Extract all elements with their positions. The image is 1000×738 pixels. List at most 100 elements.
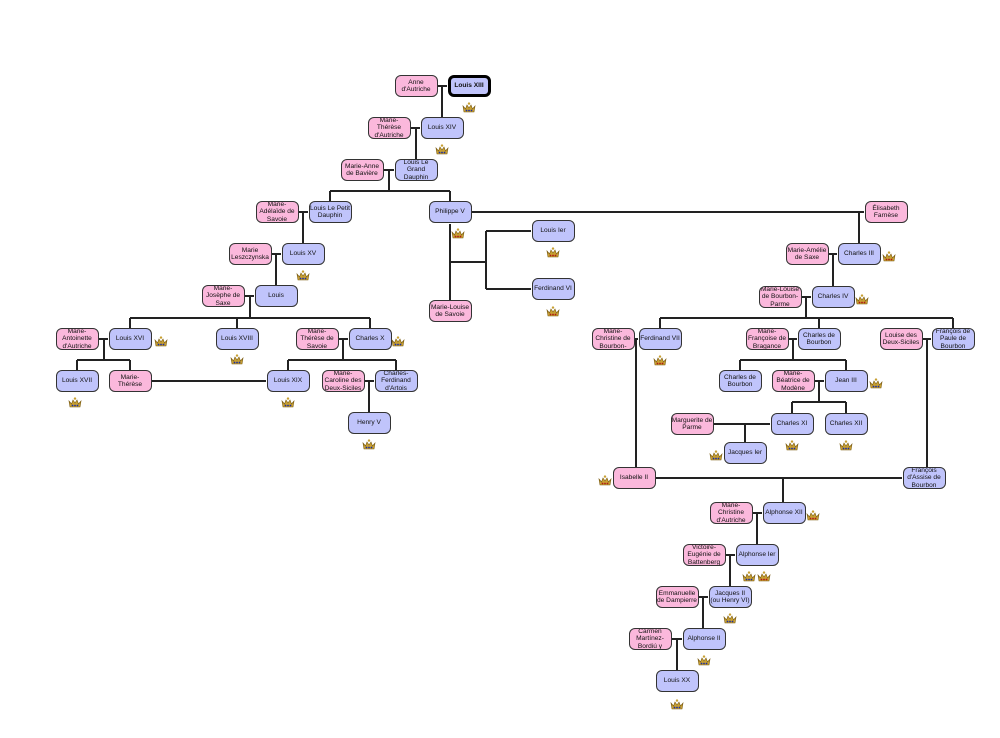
person-marie-therese-de-savoie[interactable]: Marie-Thérèse de Savoie	[295, 328, 339, 350]
person-marie-josephe-de-saxe[interactable]: Marie-Josèphe de Saxe	[201, 285, 245, 307]
french-crown-icon	[869, 376, 883, 388]
person-marie-caroline[interactable]: Marie-Caroline des Deux-Siciles	[321, 370, 365, 392]
person-louis-xvi[interactable]: Louis XVI	[108, 328, 152, 350]
person-name: Ferdinand VII	[640, 335, 680, 343]
person-louis-xviii[interactable]: Louis XVIII	[215, 328, 259, 350]
spanish-crown-icon	[882, 249, 896, 261]
person-louis-xvii[interactable]: Louis XVII	[55, 370, 99, 392]
spanish-crown-icon	[451, 226, 465, 238]
person-elisabeth-farnese[interactable]: Élisabeth Farnèse	[864, 201, 908, 223]
person-alphonse-ii[interactable]: Alphonse II	[682, 628, 726, 650]
person-marie-louise-de-savoie[interactable]: Marie-Louise de Savoie	[428, 300, 472, 322]
person-name: Louis Le Grand Dauphin	[403, 159, 429, 181]
person-louis-xx[interactable]: Louis XX	[655, 670, 699, 692]
person-louis-xix[interactable]: Louis XIX	[266, 370, 310, 392]
french-crown-icon	[435, 142, 449, 154]
person-name: Charles XI	[776, 420, 808, 428]
person-marie-therese[interactable]: Marie-Thérèse	[108, 370, 152, 392]
person-charles-iii[interactable]: Charles III	[837, 243, 881, 265]
person-francois-d-assise[interactable]: François d'Assise de Bourbon	[902, 467, 946, 489]
person-name: Charles III	[843, 250, 875, 258]
person-marie-christine-d-autriche[interactable]: Marie-Christine d'Autriche	[709, 502, 753, 524]
person-name: Marie-Josèphe de Saxe	[205, 285, 241, 307]
person-name: Louis XIV	[427, 124, 457, 132]
person-name: Marie-Françoise de Bragance	[747, 328, 787, 350]
person-name: Marie-Thérèse de Savoie	[300, 328, 334, 350]
person-henry-v[interactable]: Henry V	[347, 412, 391, 434]
person-louis-ier[interactable]: Louis Ier	[531, 220, 575, 242]
spanish-crown-icon	[546, 304, 560, 316]
person-name: Louis XV	[289, 250, 317, 258]
person-louise-des-deux-siciles[interactable]: Louise des Deux-Siciles	[879, 328, 923, 350]
person-marie-therese-d-autriche[interactable]: Marie-Thérèse d'Autriche	[367, 117, 411, 139]
person-marie-antoinette[interactable]: Marie-Antoinette d'Autriche	[55, 328, 99, 350]
person-marie-beatrice-de-modene[interactable]: Marie-Béatrice de Modène	[771, 370, 815, 392]
person-marie-christine-de-bourbon[interactable]: Marie-Christine de Bourbon-	[591, 328, 635, 350]
person-louis-xv[interactable]: Louis XV	[281, 243, 325, 265]
person-name: Marie-Louise de Bourbon-Parme	[760, 286, 800, 308]
french-crown-icon	[670, 697, 684, 709]
person-marie-francoise-de-bragance[interactable]: Marie-Françoise de Bragance	[745, 328, 789, 350]
french-crown-icon	[697, 653, 711, 665]
french-crown-icon	[462, 100, 476, 112]
person-jean-iii[interactable]: Jean III	[824, 370, 868, 392]
person-anne-d-autriche[interactable]: Anne d'Autriche	[394, 75, 438, 97]
person-charles-x[interactable]: Charles X	[348, 328, 392, 350]
person-louis-xiii[interactable]: Louis XIII	[447, 75, 491, 97]
person-name: Charles de Bourbon	[724, 373, 756, 388]
person-jacques-ier[interactable]: Jacques Ier	[723, 442, 767, 464]
person-name: Isabelle II	[619, 474, 649, 482]
spanish-crown-icon	[546, 245, 560, 257]
person-name: Élisabeth Farnèse	[872, 204, 900, 219]
person-louis-xiv[interactable]: Louis XIV	[420, 117, 464, 139]
person-name: Jacques II (ou Henry VI)	[710, 589, 750, 604]
person-name: Henry V	[357, 419, 381, 427]
spanish-crown-icon	[806, 508, 820, 520]
person-name: Anne d'Autriche	[401, 78, 431, 93]
person-name: Marie-Louise de Savoie	[430, 303, 470, 318]
french-crown-icon	[723, 611, 737, 623]
person-ferdinand-vii[interactable]: Ferdinand VII	[638, 328, 682, 350]
person-jacques-ii[interactable]: Jacques II (ou Henry VI)	[708, 586, 752, 608]
person-marguerite-de-parme[interactable]: Marguerite de Parme	[670, 413, 714, 435]
person-charles-ferdinand[interactable]: Charles-Ferdinand d'Artois	[374, 370, 418, 392]
person-charles-iv[interactable]: Charles IV	[811, 286, 855, 308]
person-philippe-v[interactable]: Philippe V	[428, 201, 472, 223]
french-crown-icon	[785, 438, 799, 450]
person-name: François d'Assise de Bourbon	[907, 467, 941, 489]
person-marie-adelaide-de-savoie[interactable]: Marie-Adélaïde de Savoie	[255, 201, 299, 223]
french-crown-icon	[839, 438, 853, 450]
person-name: Marie-Christine d'Autriche	[716, 502, 746, 524]
person-isabelle-ii[interactable]: Isabelle II	[612, 467, 656, 489]
person-name: Alphonse II	[687, 635, 721, 643]
person-marie-amelie-de-saxe[interactable]: Marie-Amélie de Saxe	[785, 243, 829, 265]
person-charles-de-bourbon-2[interactable]: Charles de Bourbon	[718, 370, 762, 392]
person-marie-leszczynska[interactable]: Marie Leszczynska	[228, 243, 272, 265]
person-name: Jean III	[835, 377, 857, 385]
person-charles-xii[interactable]: Charles XII	[824, 413, 868, 435]
person-name: Marie-Antoinette d'Autriche	[62, 328, 92, 350]
person-name: Marguerite de Parme	[671, 416, 713, 431]
french-crown-icon	[391, 334, 405, 346]
person-emmanuelle-de-dampierre[interactable]: Emmanuelle de Dampierre	[655, 586, 699, 608]
person-alphonse-xii[interactable]: Alphonse XII	[762, 502, 806, 524]
french-crown-icon	[296, 268, 310, 280]
person-charles-de-bourbon[interactable]: Charles de Bourbon	[797, 328, 841, 350]
person-carmen-martinez-bordiu[interactable]: Carmen Martínez-Bordiú y	[628, 628, 672, 650]
person-alphonse-ier[interactable]: Alphonse Ier	[735, 544, 779, 566]
person-louis[interactable]: Louis	[254, 285, 298, 307]
person-name: Louis Ier	[540, 227, 566, 235]
person-marie-louise-de-bourbon-parme[interactable]: Marie-Louise de Bourbon-Parme	[758, 286, 802, 308]
person-charles-xi[interactable]: Charles XI	[770, 413, 814, 435]
person-name: Carmen Martínez-Bordiú y	[636, 628, 664, 650]
person-name: Louise des Deux-Siciles	[882, 331, 920, 346]
person-louis-le-petit-dauphin[interactable]: Louis Le Petit Dauphin	[308, 201, 352, 223]
person-ferdinand-vi[interactable]: Ferdinand VI	[531, 278, 575, 300]
person-francois-de-paule[interactable]: François de Paule de Bourbon	[931, 328, 975, 350]
person-marie-anne-de-baviere[interactable]: Marie-Anne de Bavière	[340, 159, 384, 181]
person-louis-le-grand-dauphin[interactable]: Louis Le Grand Dauphin	[394, 159, 438, 181]
person-name: Charles IV	[817, 293, 849, 301]
person-victoire-eugenie[interactable]: Victoire-Eugénie de Battenberg	[682, 544, 726, 566]
person-name: Louis XIX	[273, 377, 303, 385]
